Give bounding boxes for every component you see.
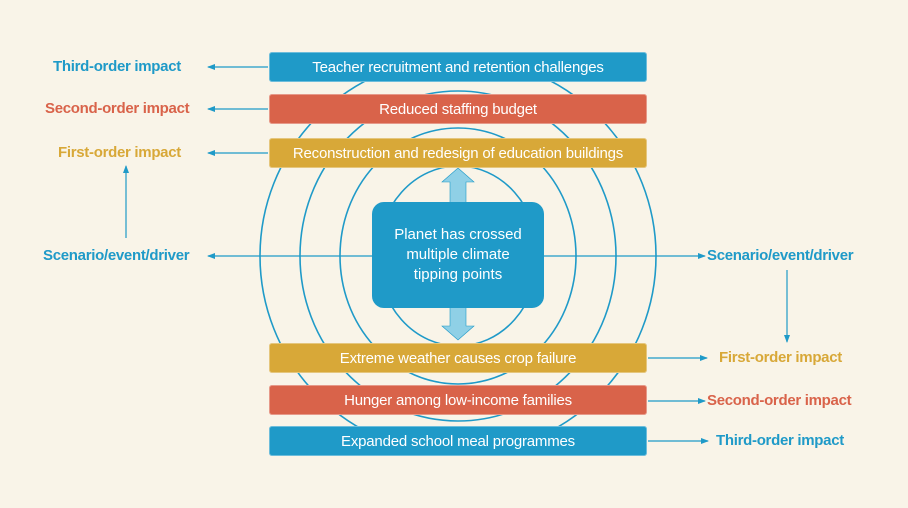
label-right-second: Second-order impact [707, 392, 852, 409]
center-line-3: tipping points [413, 266, 503, 283]
label-right-third: Third-order impact [716, 432, 844, 449]
box-teacher-recruitment: Teacher recruitment and retention challe… [269, 52, 647, 82]
center-driver-box: Planet has crossed multiple climate tipp… [372, 202, 544, 308]
label-left-driver: Scenario/event/driver [43, 247, 190, 264]
box-crop-failure: Extreme weather causes crop failure [269, 343, 647, 373]
box-school-meals: Expanded school meal programmes [269, 426, 647, 456]
label-left-third: Third-order impact [53, 58, 181, 75]
down-arrow [441, 303, 475, 341]
label-left-first: First-order impact [58, 144, 181, 161]
center-line-1: Planet has crossed [394, 226, 522, 243]
center-line-2: multiple climate [406, 246, 510, 263]
box-hunger: Hunger among low-income families [269, 385, 647, 415]
box-reduced-staffing: Reduced staffing budget [269, 94, 647, 124]
box-reconstruction: Reconstruction and redesign of education… [269, 138, 647, 168]
up-arrow [441, 167, 475, 207]
label-left-second: Second-order impact [45, 100, 190, 117]
label-right-first: First-order impact [719, 349, 842, 366]
label-right-driver: Scenario/event/driver [707, 247, 854, 264]
